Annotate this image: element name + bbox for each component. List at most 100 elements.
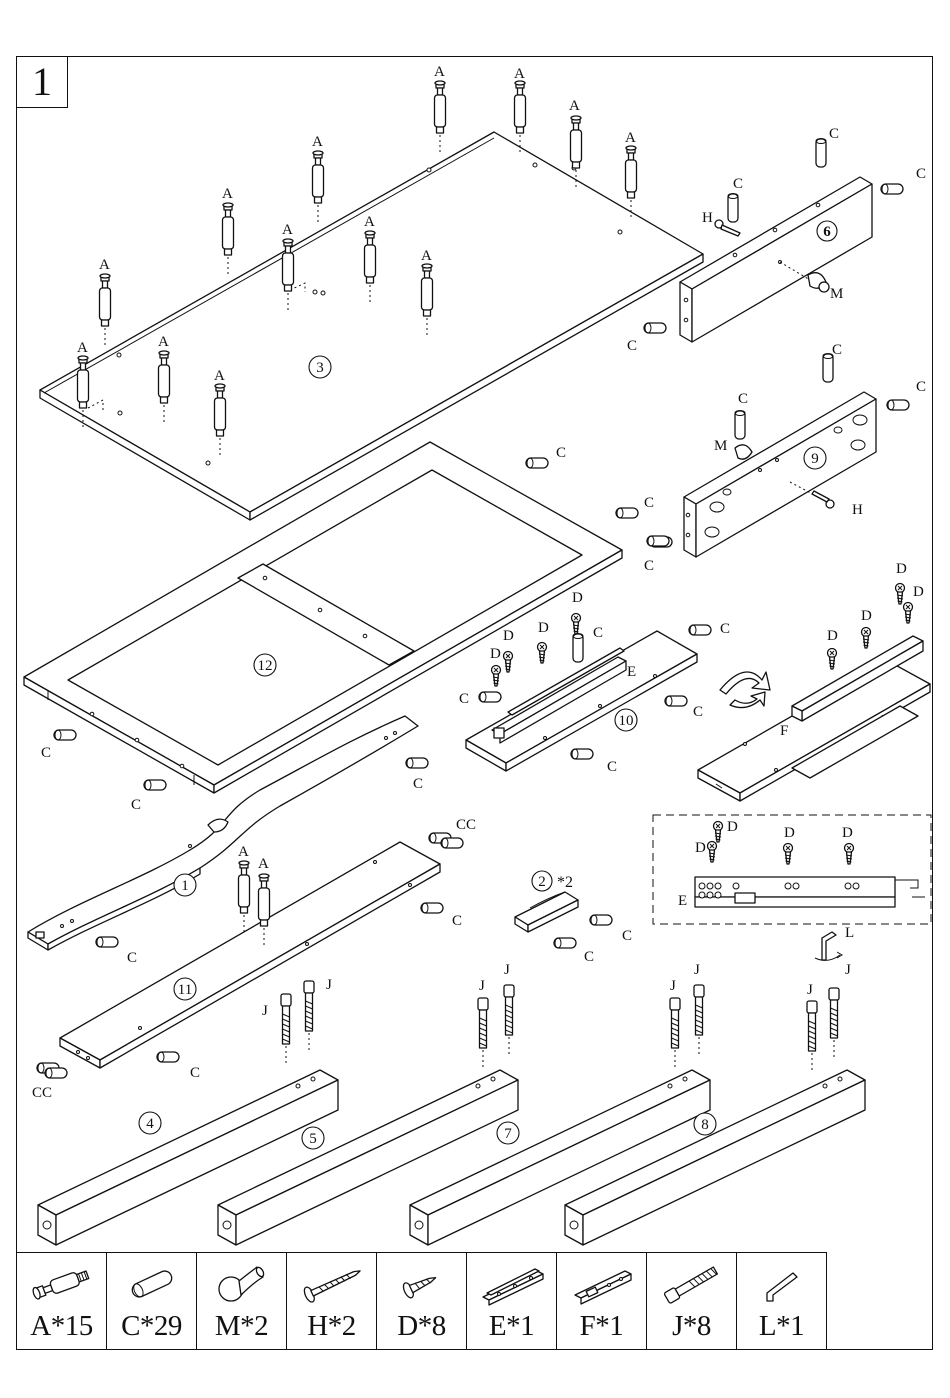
svg-text:A: A bbox=[238, 844, 249, 860]
svg-text:J: J bbox=[845, 962, 851, 978]
svg-text:C: C bbox=[607, 759, 617, 775]
screw-h-top bbox=[715, 220, 740, 236]
hardware-cell-j: J*8 bbox=[647, 1253, 737, 1350]
svg-text:J: J bbox=[504, 962, 510, 978]
svg-text:A: A bbox=[99, 257, 110, 273]
hardware-label-e: E*1 bbox=[467, 1309, 556, 1343]
svg-text:A: A bbox=[569, 98, 580, 114]
svg-text:C: C bbox=[41, 745, 51, 761]
part-7-number: 7 bbox=[504, 1126, 512, 1142]
svg-text:C: C bbox=[832, 342, 842, 358]
svg-text:C: C bbox=[733, 176, 743, 192]
part-2-quantity: *2 bbox=[557, 874, 573, 891]
svg-text:F: F bbox=[780, 723, 788, 739]
cam-bolt-icon bbox=[25, 1259, 99, 1309]
svg-text:A: A bbox=[222, 186, 233, 202]
part-4-number: 4 bbox=[146, 1116, 154, 1132]
svg-text:C: C bbox=[644, 495, 654, 511]
svg-text:D: D bbox=[784, 825, 795, 841]
svg-text:C: C bbox=[593, 625, 603, 641]
svg-text:J: J bbox=[694, 962, 700, 978]
svg-text:D: D bbox=[503, 628, 514, 644]
svg-text:A: A bbox=[77, 340, 88, 356]
svg-text:C: C bbox=[622, 928, 632, 944]
svg-text:C: C bbox=[556, 445, 566, 461]
screw-h-bottom bbox=[812, 491, 834, 508]
svg-text:C: C bbox=[584, 949, 594, 965]
callouts-part-2: CC bbox=[584, 928, 632, 965]
svg-text:C: C bbox=[459, 691, 469, 707]
svg-text:C: C bbox=[720, 621, 730, 637]
leg-4 bbox=[38, 1070, 338, 1245]
hex-bolt-icon bbox=[655, 1259, 729, 1309]
hardware-label-l: L*1 bbox=[737, 1309, 826, 1343]
part-2-number: 2 bbox=[538, 874, 546, 890]
hardware-cell-f: F*1 bbox=[557, 1253, 647, 1350]
hardware-cell-e: E*1 bbox=[467, 1253, 557, 1350]
svg-text:A: A bbox=[514, 66, 525, 82]
svg-text:CC: CC bbox=[32, 1085, 52, 1101]
part-11-number: 11 bbox=[178, 982, 192, 998]
part-6-number: 6 bbox=[823, 224, 831, 240]
svg-text:A: A bbox=[421, 248, 432, 264]
knob-icon bbox=[205, 1259, 279, 1309]
svg-text:A: A bbox=[364, 214, 375, 230]
part-6-back-rail bbox=[680, 177, 872, 342]
part-11-stretcher bbox=[60, 842, 440, 1068]
svg-text:D: D bbox=[913, 584, 924, 600]
svg-text:C: C bbox=[644, 558, 654, 574]
svg-text:A: A bbox=[625, 130, 636, 146]
svg-text:C: C bbox=[627, 338, 637, 354]
svg-text:C: C bbox=[127, 950, 137, 966]
svg-text:D: D bbox=[827, 628, 838, 644]
hardware-label-c: C*29 bbox=[107, 1309, 196, 1343]
part-3-top-panel bbox=[40, 132, 703, 520]
drawer-slide-e-icon bbox=[475, 1259, 549, 1309]
svg-text:C: C bbox=[190, 1065, 200, 1081]
svg-text:D: D bbox=[842, 825, 853, 841]
wood-dowel-icon bbox=[115, 1259, 189, 1309]
hardware-label-m: M*2 bbox=[197, 1309, 286, 1343]
part-3-number: 3 bbox=[316, 360, 324, 376]
long-screw-icon bbox=[295, 1259, 369, 1309]
svg-text:J: J bbox=[262, 1003, 268, 1019]
svg-text:C: C bbox=[916, 379, 926, 395]
svg-text:J: J bbox=[479, 978, 485, 994]
callouts-j: JJ JJ JJ JJ bbox=[262, 962, 851, 1019]
svg-text:J: J bbox=[326, 977, 332, 993]
svg-text:C: C bbox=[452, 913, 462, 929]
hardware-label-d: D*8 bbox=[377, 1309, 466, 1343]
svg-text:D: D bbox=[861, 608, 872, 624]
part-9-front-rail bbox=[684, 392, 876, 557]
svg-text:E: E bbox=[627, 664, 636, 680]
part-5-number: 5 bbox=[309, 1131, 317, 1147]
svg-text:A: A bbox=[434, 64, 445, 80]
svg-text:A: A bbox=[312, 134, 323, 150]
part-12-number: 12 bbox=[258, 658, 273, 674]
short-screw-icon bbox=[385, 1259, 459, 1309]
svg-text:D: D bbox=[538, 620, 549, 636]
svg-text:D: D bbox=[490, 646, 501, 662]
svg-text:A: A bbox=[214, 368, 225, 384]
callout-l: L bbox=[845, 925, 854, 941]
hardware-cell-l: L*1 bbox=[737, 1253, 827, 1350]
svg-text:M: M bbox=[714, 438, 727, 454]
part-10-number: 10 bbox=[619, 713, 634, 729]
hex-bolts-j bbox=[281, 981, 839, 1070]
hardware-label-a: A*15 bbox=[17, 1309, 106, 1343]
hardware-cell-c: C*29 bbox=[107, 1253, 197, 1350]
svg-text:C: C bbox=[131, 797, 141, 813]
svg-text:M: M bbox=[830, 286, 843, 302]
hardware-cell-m: M*2 bbox=[197, 1253, 287, 1350]
part-1-number: 1 bbox=[181, 878, 189, 894]
hardware-cell-a: A*15 bbox=[17, 1253, 107, 1350]
hardware-cell-d: D*8 bbox=[377, 1253, 467, 1350]
svg-text:D: D bbox=[896, 561, 907, 577]
hardware-label-j: J*8 bbox=[647, 1309, 736, 1343]
svg-text:C: C bbox=[413, 776, 423, 792]
svg-text:D: D bbox=[695, 840, 706, 856]
rotate-arrow-icon bbox=[720, 672, 770, 708]
svg-text:A: A bbox=[158, 334, 169, 350]
svg-text:CC: CC bbox=[456, 817, 476, 833]
allen-key-icon bbox=[745, 1259, 819, 1309]
